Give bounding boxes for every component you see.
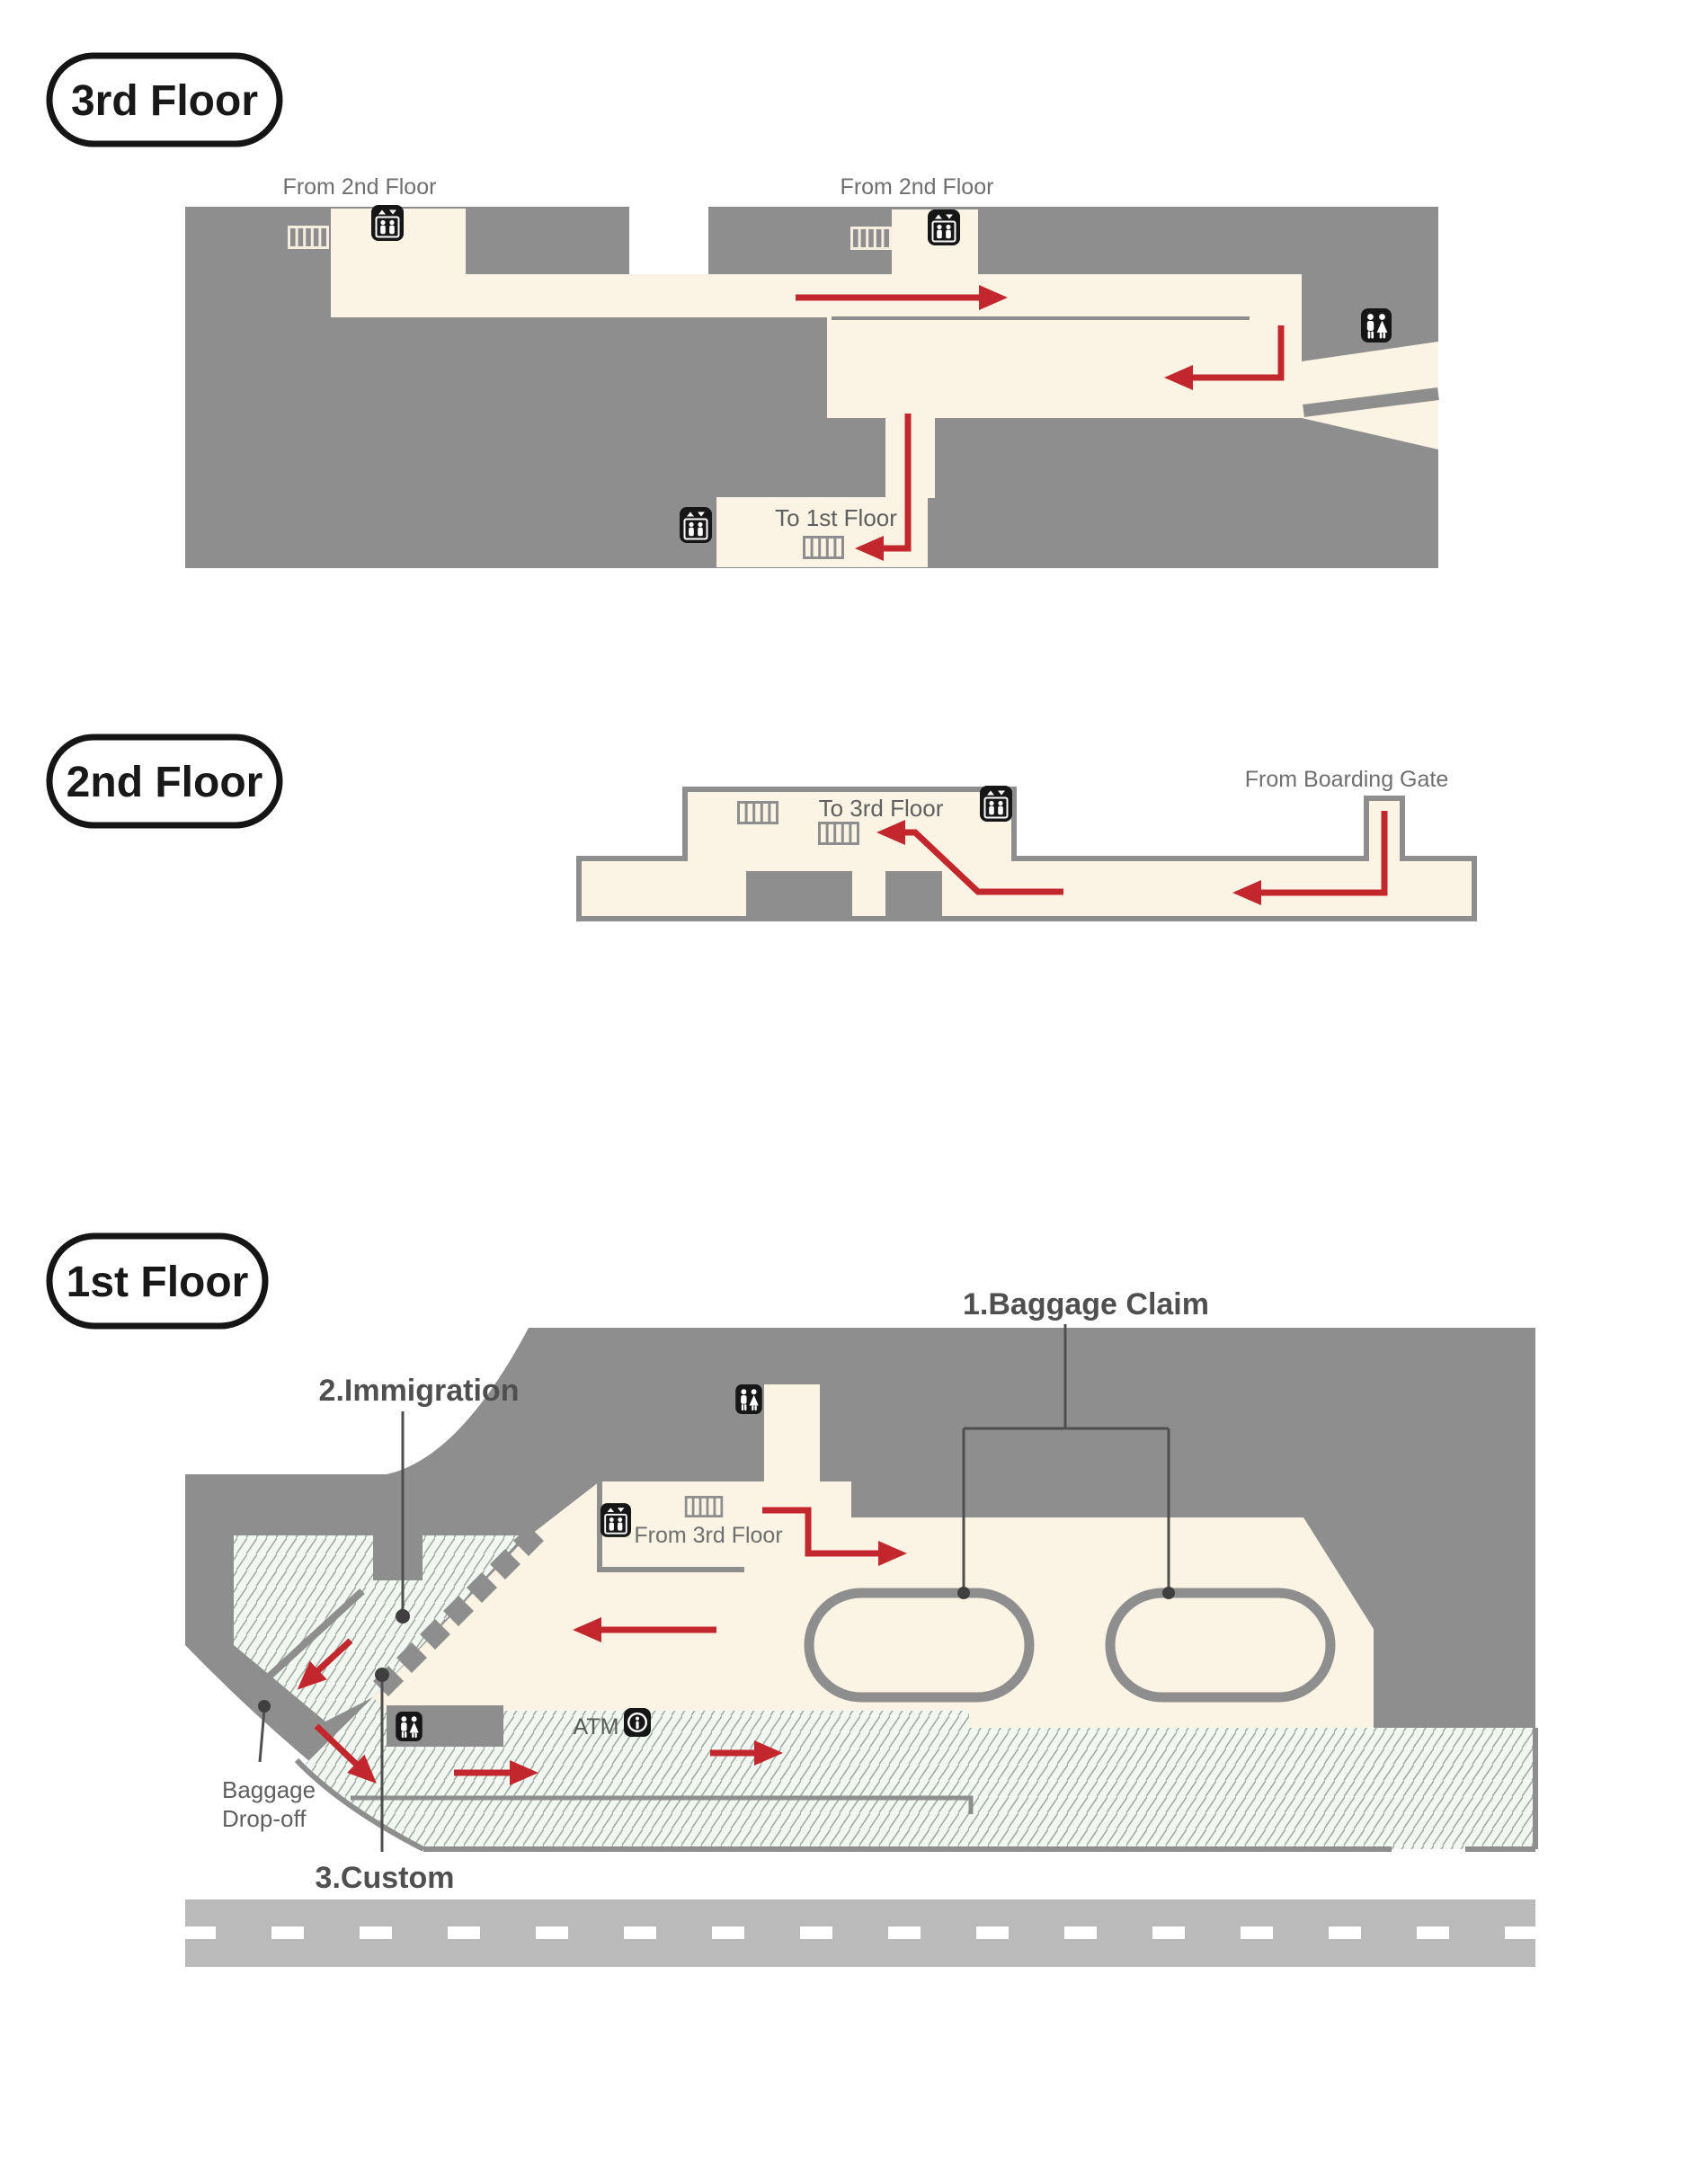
custom-label: 3.Custom [316, 1861, 455, 1895]
from-2nd-floor-label-b: From 2nd Floor [841, 174, 994, 200]
arrow-down-right-icon [314, 1723, 377, 1784]
elevator-icon [980, 786, 1012, 822]
elevator-icon [371, 205, 404, 241]
customs-hatch-zone [306, 1697, 1535, 1849]
restroom-icon [1361, 308, 1392, 343]
floor3-section: 3rd Floor From 2nd Fl [46, 52, 1439, 568]
floor2-section: 2nd Floor To 3rd Floor From Boarding Gat… [46, 734, 1477, 921]
floor3-badge: 3rd Floor [46, 52, 283, 147]
from-3rd-room-walls [597, 1481, 744, 1572]
info-icon [624, 1708, 651, 1737]
baggage-dropoff-label-line2: Drop-off [222, 1805, 307, 1832]
to-1st-floor-label: To 1st Floor [775, 504, 897, 531]
immigration-gate-dashes [373, 1526, 544, 1696]
immigration-label: 2.Immigration [319, 1374, 520, 1408]
floor3-badge-label: 3rd Floor [71, 77, 258, 125]
floor2-flow-arrows [876, 811, 1388, 905]
baggage-claim-label: 1.Baggage Claim [963, 1287, 1209, 1321]
curbside-road [185, 1900, 1535, 1967]
floor2-badge: 2nd Floor [46, 734, 283, 829]
arrow-down-left-icon [297, 1638, 353, 1690]
floor2-block [746, 871, 852, 917]
restroom-icon [396, 1712, 423, 1741]
floor3-walkways [331, 209, 1438, 567]
road-lane-dashes [185, 1926, 1535, 1939]
from-boarding-gate-label: From Boarding Gate [1245, 767, 1449, 792]
floor3-flow-arrows [796, 285, 1285, 561]
immigration-gray-notch [373, 1535, 423, 1580]
elevator-icon [600, 1503, 631, 1537]
elevator-icon [680, 507, 712, 543]
floor2-walkway-outline [576, 787, 1477, 921]
floor2-badge-label: 2nd Floor [67, 759, 263, 806]
from-2nd-floor-label-a: From 2nd Floor [283, 174, 437, 200]
arrow-down-left-icon [1232, 811, 1388, 905]
floor1-section: 1st Floor [46, 1232, 1538, 1967]
floor1-flow-arrows [297, 1507, 907, 1785]
restroom-icon [735, 1384, 762, 1414]
baggage-carousel [1105, 1588, 1336, 1703]
baggage-carousel [804, 1588, 1035, 1703]
floor1-badge: 1st Floor [46, 1232, 269, 1330]
floor3-exit-divider [1303, 387, 1439, 417]
elevator-icon [928, 209, 960, 245]
atm-label: ATM [574, 1714, 619, 1739]
connector-dots [258, 1587, 1175, 1713]
immigration-queue-wall [264, 1588, 365, 1681]
to-3rd-floor-label: To 3rd Floor [819, 795, 944, 822]
from-3rd-floor-label: From 3rd Floor [634, 1523, 782, 1548]
floor1-badge-label: 1st Floor [67, 1259, 249, 1306]
baggage-dropoff-label-line1: Baggage [222, 1776, 316, 1803]
floor2-block [885, 871, 942, 917]
arrow-right-icon [762, 1507, 907, 1566]
floor3-top-gap [629, 205, 708, 279]
arrow-up-left-icon [876, 820, 1063, 895]
arrow-left-icon [1164, 325, 1285, 390]
arrow-down-left-icon [855, 414, 912, 561]
label-connectors [258, 1324, 1170, 1852]
customs-zone-borders [294, 1728, 1538, 1852]
